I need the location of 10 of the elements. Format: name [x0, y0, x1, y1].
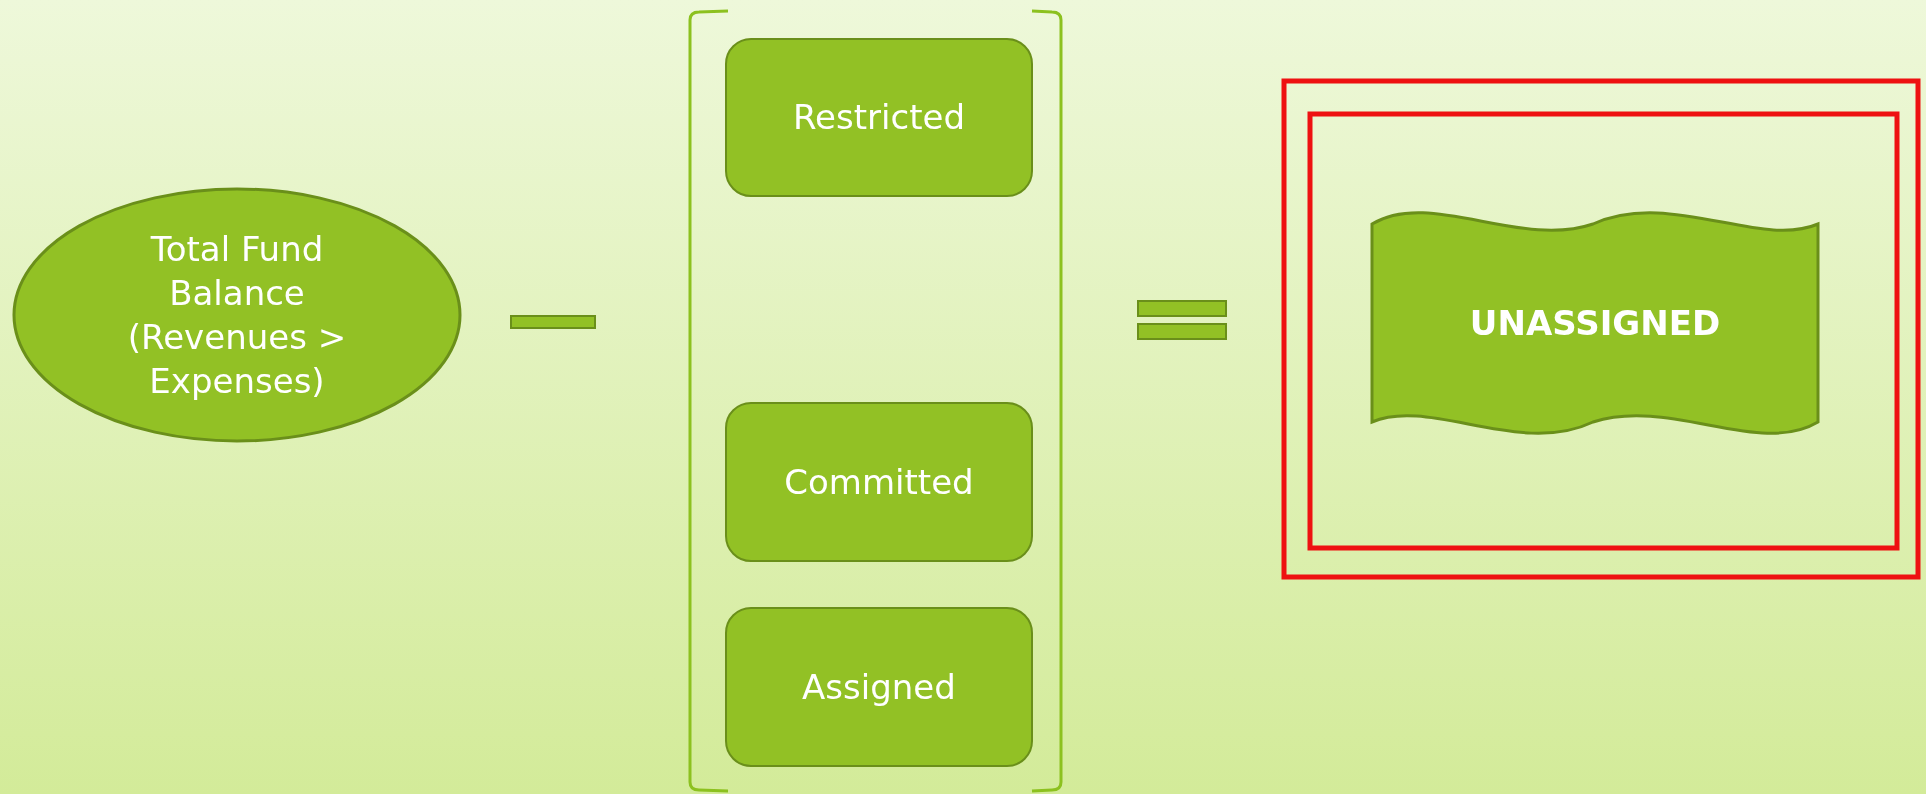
node-label: Committed: [784, 460, 974, 504]
ellipse-node: [12, 187, 462, 443]
rounded-box: [725, 402, 1033, 562]
node-label: Total Fund Balance (Revenues > Expenses): [126, 227, 348, 404]
node-label: UNASSIGNED: [1469, 301, 1721, 345]
rounded-box: [725, 38, 1033, 197]
node-label: Assigned: [802, 665, 956, 709]
node-label: Restricted: [793, 96, 965, 140]
wave-banner: [1370, 209, 1820, 437]
rounded-box: [725, 607, 1033, 767]
